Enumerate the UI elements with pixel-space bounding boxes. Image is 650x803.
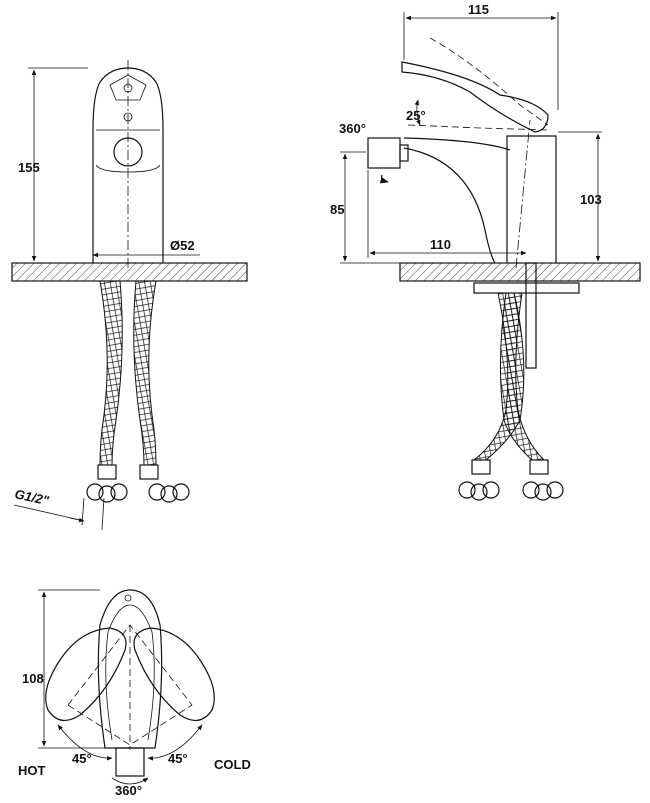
side-countertop <box>399 262 641 282</box>
front-view: 155 Ø52 G1/2" <box>11 60 248 531</box>
front-hose-nut-right <box>139 464 190 503</box>
top-view: 108 45° 45° 360° HOT COLD <box>18 589 251 798</box>
side-faucet-body <box>506 135 557 263</box>
dim-thread-size: G1/2" <box>13 486 51 508</box>
top-handle-hot <box>45 627 127 721</box>
side-hose-nut-right <box>522 459 564 501</box>
side-view: 115 25° 360° 85 103 110 <box>330 2 641 501</box>
front-countertop <box>11 262 248 282</box>
label-cold: COLD <box>214 757 251 772</box>
dim-aerator-rotation: 360° <box>339 121 366 136</box>
top-handle-cold <box>133 627 215 721</box>
side-hose-nut-left <box>458 459 500 501</box>
dim-top-depth: 108 <box>22 671 44 686</box>
dim-spout-reach: 110 <box>430 237 451 252</box>
dim-angle-cold: 45° <box>168 751 188 766</box>
dim-side-width: 115 <box>468 2 489 17</box>
dim-front-diameter: Ø52 <box>170 238 195 253</box>
top-faucet-body <box>97 589 163 749</box>
dim-top-rotation: 360° <box>115 783 142 798</box>
front-hose-right <box>133 280 157 466</box>
label-hot: HOT <box>18 763 46 778</box>
dim-body-height: 103 <box>580 192 602 207</box>
dim-angle-hot: 45° <box>72 751 92 766</box>
front-hose-left <box>99 280 123 466</box>
dim-lever-angle: 25° <box>406 108 426 123</box>
dim-front-height: 155 <box>18 160 40 175</box>
dim-spout-height: 85 <box>330 202 344 217</box>
front-hose-nut-left <box>86 464 128 503</box>
side-lever <box>401 61 549 133</box>
